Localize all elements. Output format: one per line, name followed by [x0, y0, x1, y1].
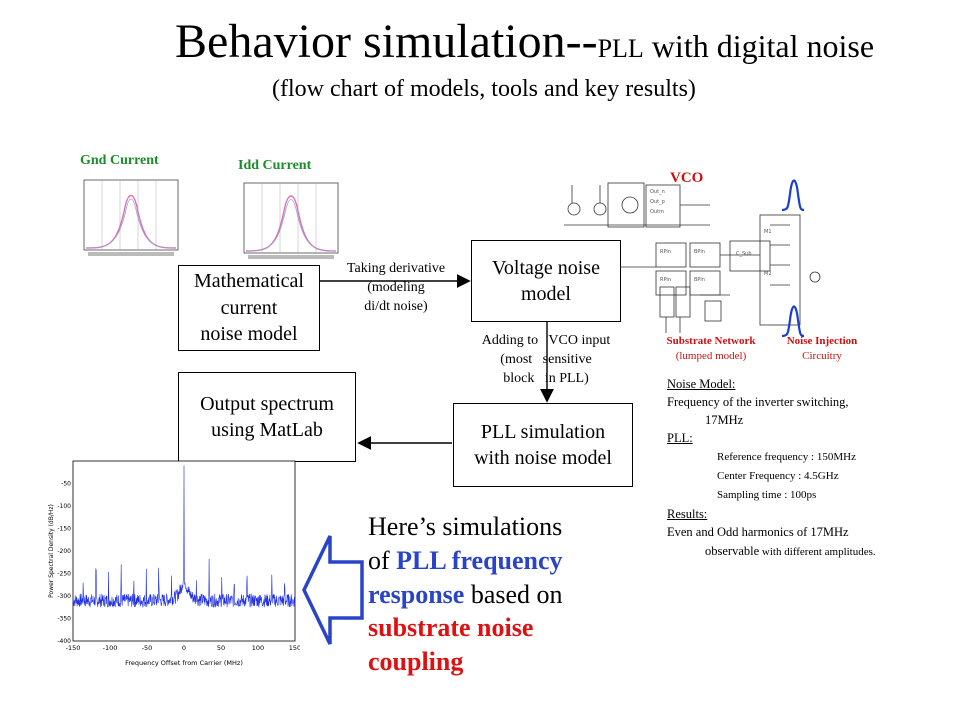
svg-text:RPin: RPin: [660, 249, 671, 255]
spectrum-chart: -150 -100 -50 0 50 100 150 -50 -100 -150 -200 -250 -…: [48, 460, 300, 667]
x-tick-label: 50: [217, 644, 225, 652]
gnd-current-plot: [83, 179, 179, 256]
x-tick-label: -100: [103, 644, 118, 652]
svg-text:M1: M1: [764, 229, 772, 235]
vco-label: VCO: [670, 170, 704, 186]
pulse-icon-top: [781, 179, 805, 212]
y-tick-label: -250: [57, 571, 71, 578]
svg-text:C_Sub: C_Sub: [736, 251, 752, 257]
noise-injection-label: Noise Injection Circuitry: [786, 335, 858, 363]
slide-title: Behavior simulation--PLL with digital no…: [175, 15, 875, 68]
y-tick-label: -100: [57, 503, 71, 510]
x-tick-label: 0: [182, 644, 186, 652]
derivative-edge-label: Taking derivative (modeling di/dt noise): [346, 261, 446, 314]
spectrum-trace: [72, 465, 296, 608]
x-tick-label: -150: [66, 644, 81, 652]
y-tick-label: -200: [57, 548, 71, 555]
spectrum-xlabel: Frequency Offset from Carrier (MHz): [125, 659, 243, 667]
svg-text:RPin: RPin: [660, 277, 671, 283]
y-tick-label: -50: [61, 481, 71, 488]
x-tick-label: -50: [142, 644, 153, 652]
y-tick-label: -300: [57, 593, 71, 600]
summary-text: Here’s simulations of PLL frequency resp…: [368, 512, 563, 677]
substrate-network-label: Substrate Network (lumped model): [666, 335, 756, 363]
svg-text:Out_n: Out_n: [650, 189, 665, 195]
gnd-current-label: Gnd Current: [80, 153, 159, 168]
adding-edge-label: Adding to VCO input (most sensitive bloc…: [481, 333, 611, 386]
pulse-icon-bottom: [781, 305, 805, 338]
idd-current-plot: [243, 182, 339, 259]
output-spectrum-box: Output spectrum using MatLab: [178, 372, 356, 462]
y-tick-label: -350: [57, 616, 71, 623]
big-left-arrow: [302, 535, 364, 645]
simulation-notes: Noise Model: Frequency of the inverter s…: [667, 377, 876, 558]
svg-text:M2: M2: [764, 271, 772, 277]
slide-subtitle: (flow chart of models, tools and key res…: [272, 76, 696, 102]
svg-text:Out_p: Out_p: [650, 199, 665, 205]
pll-sim-box: PLL simulation with noise model: [453, 403, 633, 487]
idd-current-label: Idd Current: [238, 158, 312, 173]
spectrum-ylabel: Power Spectral Density (dB/Hz): [48, 504, 55, 598]
y-tick-label: -400: [57, 638, 71, 645]
svg-text:Outm: Outm: [650, 209, 664, 215]
x-tick-label: 150: [289, 644, 300, 652]
svg-text:BPin: BPin: [694, 277, 705, 283]
svg-text:BPin: BPin: [694, 249, 705, 255]
math-model-box: Mathematical current noise model: [178, 265, 320, 351]
spectrum-series-line: [72, 465, 296, 608]
y-tick-label: -150: [57, 526, 71, 533]
x-tick-label: 100: [252, 644, 264, 652]
voltage-model-box: Voltage noise model: [471, 240, 621, 322]
